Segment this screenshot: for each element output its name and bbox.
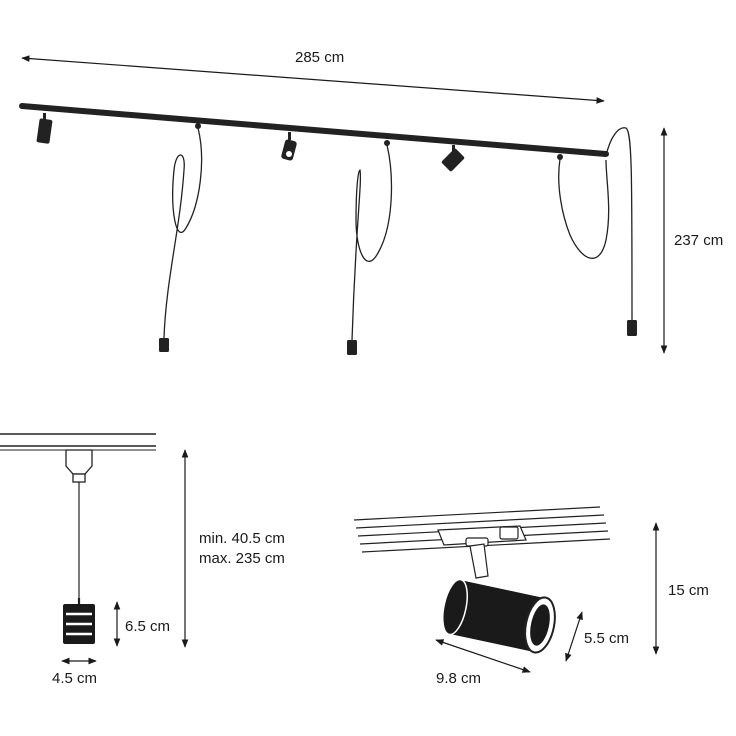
track-spot-2: [281, 132, 297, 161]
shade-width-label: 4.5 cm: [52, 670, 98, 687]
spot-diameter-arrow: [565, 611, 583, 662]
shade-height-label: 6.5 cm: [125, 618, 171, 635]
track-rail: [19, 103, 609, 157]
track-pendant-2: [347, 140, 393, 355]
spot-height-label: 15 cm: [668, 582, 709, 599]
spot-detail-adapter: [437, 525, 527, 547]
spot-diameter-label: 5.5 cm: [584, 630, 630, 647]
pendant-detail-shade: [63, 604, 95, 644]
overall-length-arrow: [21, 55, 605, 104]
track-spot-3: [441, 145, 465, 172]
pendant-min-length-label: min. 40.5 cm: [199, 530, 285, 547]
spot-length-label: 9.8 cm: [436, 670, 482, 687]
track-spot-1: [36, 113, 53, 144]
overall-height-label: 237 cm: [674, 232, 724, 249]
track-pendant-3: [557, 127, 637, 336]
spot-detail-head: [442, 578, 556, 654]
track-pendant-1: [159, 123, 203, 352]
pendant-detail-adapter: [65, 449, 93, 483]
overall-length-label: 285 cm: [295, 49, 345, 66]
spot-detail-stem: [469, 543, 489, 579]
pendant-detail-rail: [0, 433, 156, 451]
spot-length-arrow: [435, 639, 531, 673]
pendant-max-length-label: max. 235 cm: [199, 550, 285, 567]
